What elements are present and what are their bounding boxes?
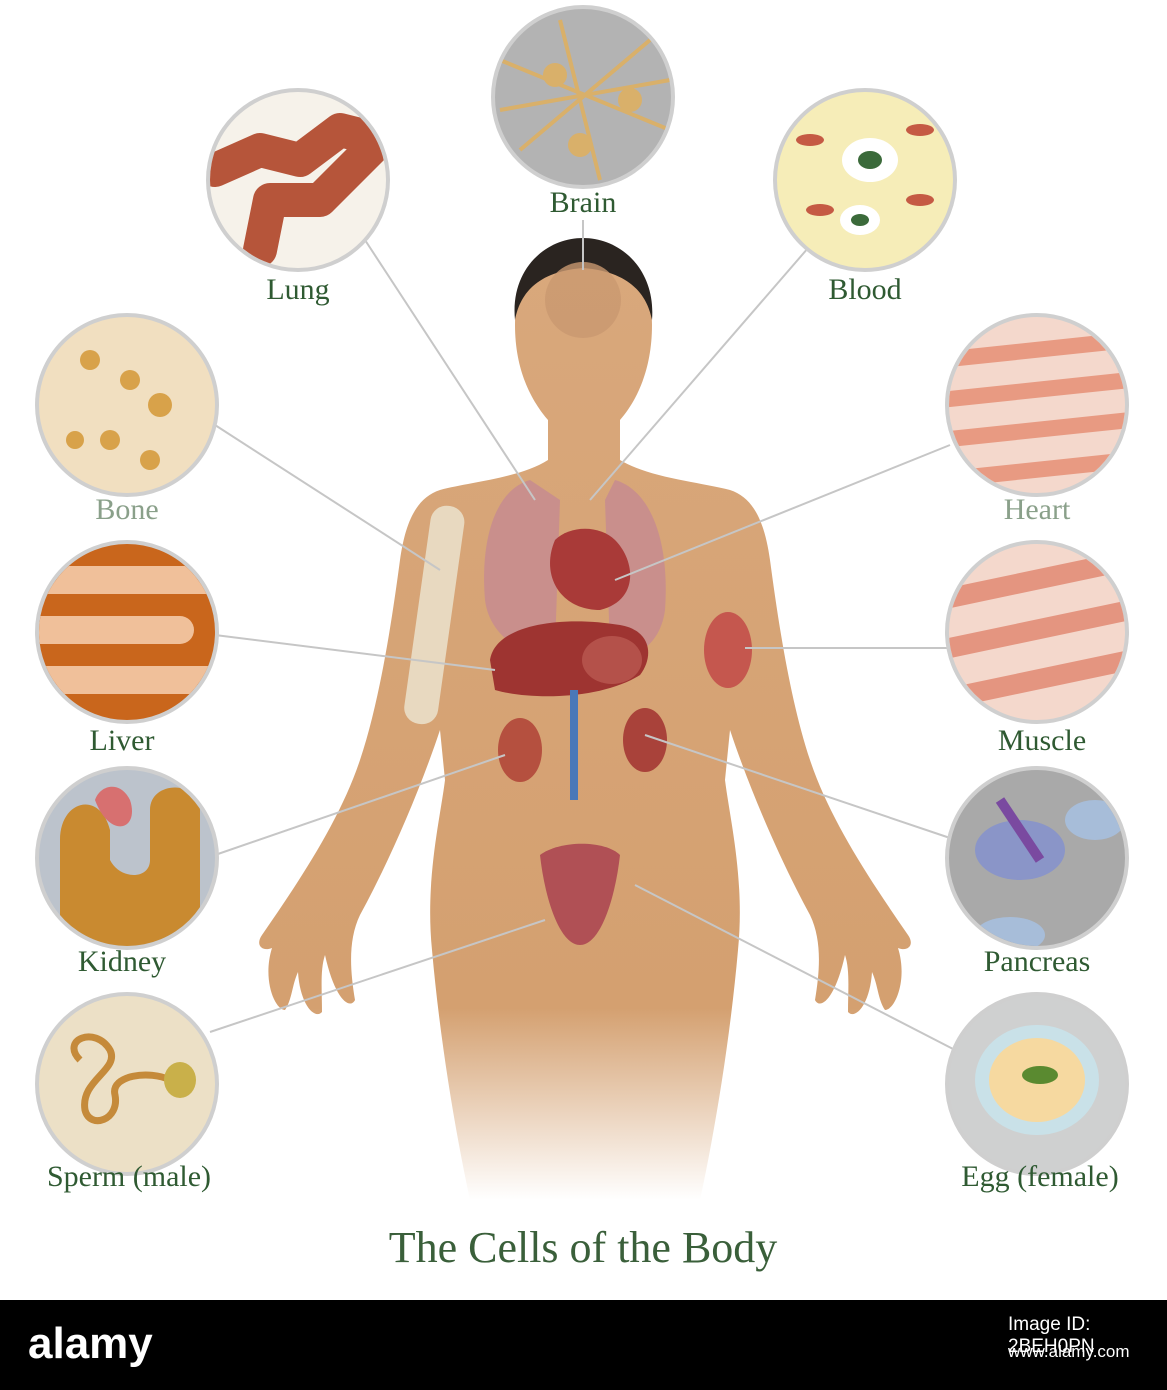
- sperm-label: Sperm (male): [46, 1160, 212, 1193]
- body-illustration: [35, 5, 1129, 1200]
- site-url-text: www.alamy.com: [1008, 1342, 1130, 1361]
- leader-lines: [209, 220, 956, 1051]
- pancreas-label: Pancreas: [983, 945, 1091, 978]
- sperm-cell-circle: [35, 992, 219, 1176]
- lung-label: Lung: [266, 273, 330, 306]
- liver-label: Liver: [89, 724, 155, 757]
- left-kidney: [498, 718, 542, 782]
- heart-organ: [550, 528, 631, 610]
- muscle-cell-circle: [945, 540, 1129, 724]
- alamy-logo: alamy: [28, 1320, 153, 1368]
- brain-cell-circle: [491, 5, 675, 189]
- bone-cell-circle: [35, 313, 219, 497]
- kidney-cell-circle: [35, 766, 219, 950]
- blood-label: Blood: [828, 273, 902, 306]
- lung-cell-circle: [206, 88, 390, 272]
- right-lung: [605, 480, 666, 656]
- egg-label: Egg (female): [961, 1160, 1119, 1193]
- image-id-text: Image ID: 2BEH0PN: [1008, 1314, 1095, 1357]
- liver-cell-circle: [35, 540, 219, 724]
- heart-cell-circle: [945, 313, 1129, 497]
- left-lung: [484, 480, 560, 653]
- muscle-label: Muscle: [997, 724, 1087, 757]
- blood-cell-circle: [773, 88, 957, 272]
- vena-cava: [570, 690, 578, 800]
- brain-label: Brain: [549, 186, 617, 219]
- diagram-canvas: Brain Lung Blood Bone Heart Liver Muscle…: [35, 5, 1129, 1272]
- svg-text:alamy: alamy: [28, 1320, 153, 1368]
- uterus: [540, 843, 620, 945]
- pancreas-cell-circle: [945, 766, 1129, 950]
- diagram-title: The Cells of the Body: [388, 1223, 778, 1272]
- body-silhouette: [259, 238, 911, 1200]
- kidney-label: Kidney: [77, 945, 167, 978]
- organs: [404, 480, 752, 945]
- right-kidney: [623, 708, 667, 772]
- stomach-organ: [582, 636, 642, 684]
- arm-muscle: [704, 612, 752, 688]
- egg-cell-circle: [945, 992, 1129, 1176]
- watermark-footer: alamy Image ID: 2BEH0PN www.alamy.com: [0, 1300, 1167, 1390]
- humerus-bone: [404, 505, 465, 725]
- bone-label: Bone: [95, 493, 159, 526]
- heart-label: Heart: [1003, 493, 1071, 526]
